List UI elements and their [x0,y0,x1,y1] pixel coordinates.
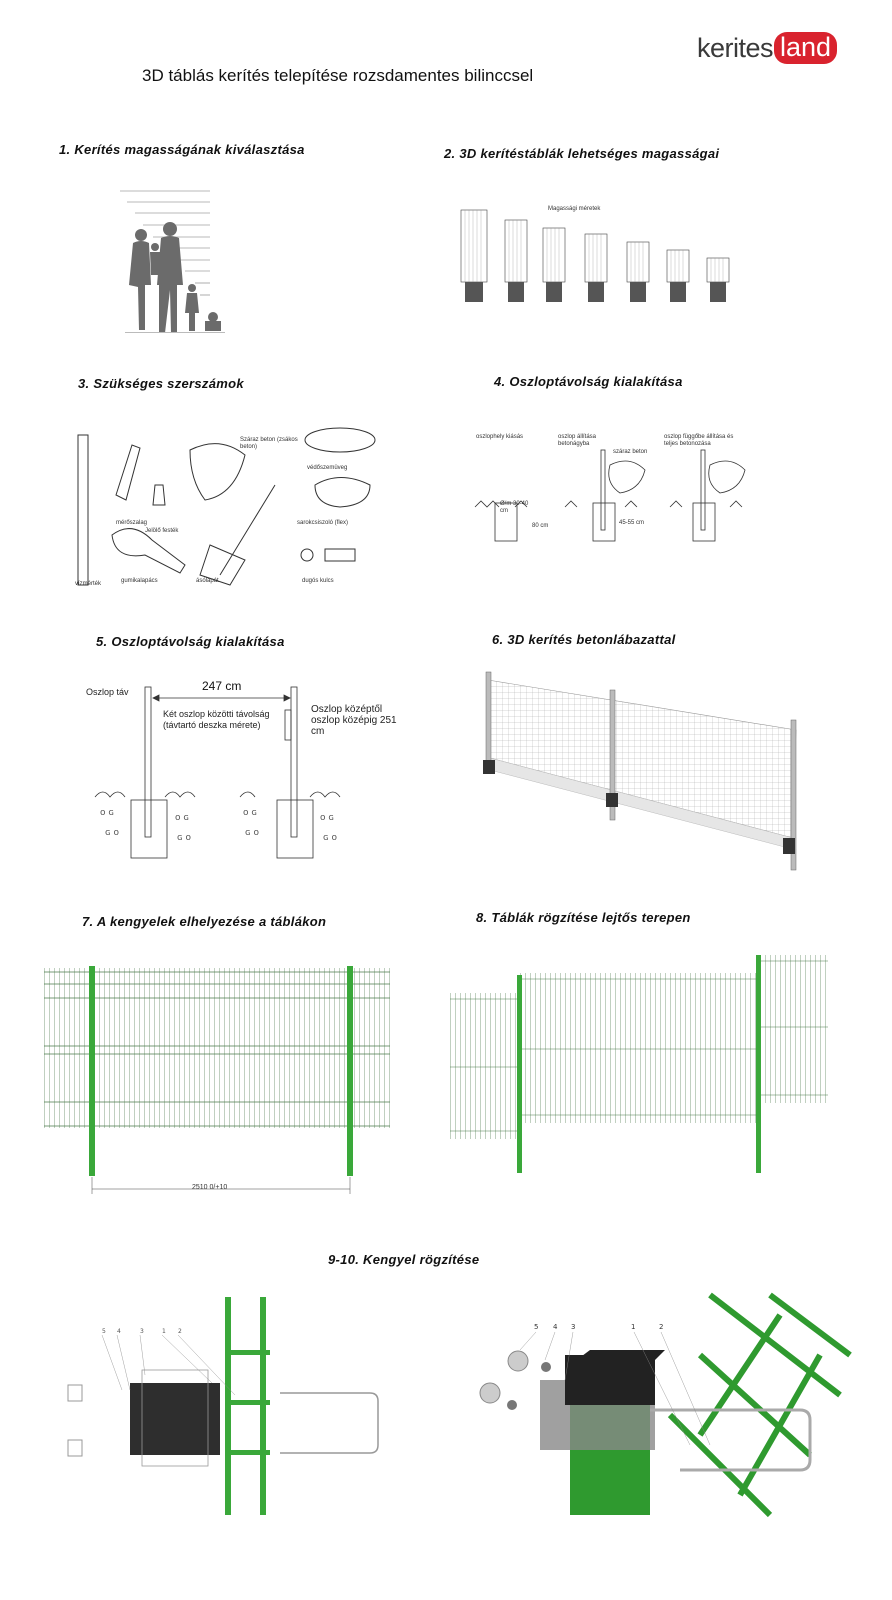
step-depth2-label: 45-55 cm [619,520,645,526]
fence-concrete-base-figure [483,671,797,871]
tool-socket-label: dugós kulcs [302,578,334,584]
section-6-heading: 6. 3D kerítés betonlábazattal [492,632,676,647]
tool-dry-concrete-label: Száraz beton (zsákos beton) [240,437,298,450]
logo-badge: land [774,32,838,64]
part-1-label: 1 [162,1328,166,1335]
height-silhouettes-figure [120,190,225,333]
section-4-heading: 4. Oszloptávolság kialakítása [494,374,683,389]
tool-tape-label: mérőszalag [116,520,148,526]
tool-level-label: vízmérték [75,581,102,587]
tool-shovel-label: ásólapát [196,578,219,584]
section-5-heading: 5. Oszloptávolság kialakítása [96,634,285,649]
part-2-label: 2 [178,1328,182,1335]
part-3-label: 3 [140,1328,144,1335]
bracket-fastening-top-view: 5 4 3 2 1 [67,1297,379,1515]
svg-text:ɢ o: ɢ o [323,833,338,843]
section-7-heading: 7. A kengyelek elhelyezése a táblákon [82,914,327,929]
heights-caption: Magassági méretek [548,206,601,212]
tool-mallet-label: gumikalapács [121,578,158,584]
section-8-heading: 8. Táblák rögzítése lejtős terepen [476,910,691,925]
section-2-heading: 2. 3D kerítéstáblák lehetséges magassága… [444,146,720,161]
part-4-label-3d: 4 [553,1323,558,1331]
tool-marker-label: Jelölő festék [145,528,179,534]
logo-text: kerites [697,32,774,63]
section-9-10-heading: 9-10. Kengyel rögzítése [328,1252,480,1267]
distance-value: 247 cm [202,679,242,693]
panel-heights-figure [460,209,730,302]
section-1-heading: 1. Kerítés magasságának kiválasztása [59,142,305,157]
bracket-placement-figure [44,966,390,1194]
bracket-fastening-3d-view: 5 4 3 2 1 [479,1292,852,1518]
svg-text:o ɢ: o ɢ [243,808,257,818]
svg-text:ɢ o: ɢ o [105,828,120,838]
svg-text:o ɢ: o ɢ [100,808,114,818]
part-4-label: 4 [117,1328,121,1335]
part-5-label: 5 [102,1328,106,1335]
step-align-label: oszlop függőbe állítása és teljes betono… [664,434,734,447]
tool-grinder-label: sarokcsiszoló (flex) [297,520,349,526]
svg-text:o ɢ: o ɢ [320,813,334,823]
part-1-label-3d: 1 [631,1323,635,1331]
post-distance-label: Oszlop táv [86,687,129,697]
section-3-heading: 3. Szükséges szerszámok [78,376,244,391]
sloped-terrain-figure [450,955,828,1173]
kerites-land-logo: kerites land [697,30,838,66]
step-concrete-label: száraz beton [613,449,648,455]
part-5-label-3d: 5 [534,1323,538,1331]
svg-text:o ɢ: o ɢ [175,813,189,823]
step-dims-label: Ø/m 30-40 cm [500,501,529,514]
tools-figure [77,427,376,586]
step-hole-label: oszlophely kiásás [476,434,524,440]
svg-text:ɢ o: ɢ o [245,828,260,838]
part-3-label-3d: 3 [571,1323,575,1331]
center-distance-label: Oszlop középtől oszlop középig 251 cm [311,704,397,737]
step-set-label: oszlop állítása betonágyba [558,434,597,447]
post-spacing-figure: o ɢ ɢ o o ɢ ɢ o o ɢ ɢ o o ɢ ɢ o [94,686,341,859]
post-steps-figure [474,449,746,542]
page-title: 3D táblás kerítés telepítése rozsdamente… [142,66,534,85]
step-depth-label: 80 cm [532,523,549,529]
part-2-label-3d: 2 [659,1323,663,1331]
svg-text:ɢ o: ɢ o [177,833,192,843]
between-posts-label: Két oszlop közötti távolság (távtartó de… [163,709,270,730]
tool-goggles-label: védőszemüveg [307,465,348,471]
panel-dimension-label: 2510 0/+10 [192,1184,228,1191]
